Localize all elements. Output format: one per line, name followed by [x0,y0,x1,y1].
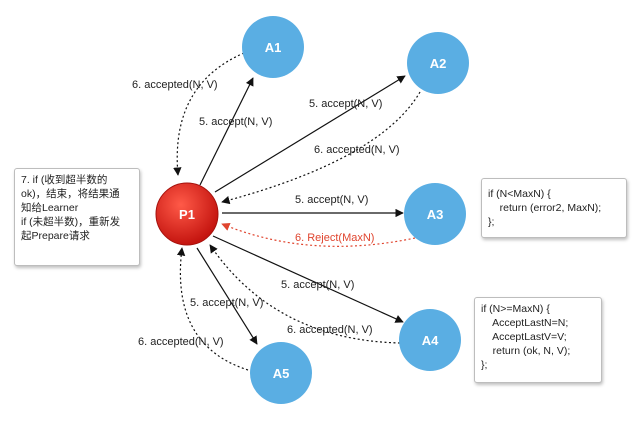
acceptor-node-a1: A1 [242,16,304,78]
node-label-a1: A1 [265,40,282,55]
a3-accept-logic-note: if (N<MaxN) { return (error2, MaxN); }; [481,178,627,238]
edge-p1-a2-accept [214,75,406,193]
acceptor-node-a3: A3 [404,183,466,245]
label-p1-a4-accept: 5. accept(N, V) [281,279,354,291]
label-p1-a1-accept: 5. accept(N, V) [199,116,272,128]
label-p1-a5-accept: 5. accept(N, V) [190,297,263,309]
label-a5-p1-accepted: 6. accepted(N, V) [138,336,224,348]
edge-p1-a4-accept [212,235,404,323]
node-label-a5: A5 [273,366,290,381]
label-p1-a3-accept: 5. accept(N, V) [295,194,368,206]
node-label-p1: P1 [179,207,195,222]
edge-a5-p1-accepted [176,247,249,371]
node-label-a2: A2 [430,56,447,71]
label-a3-p1-reject: 6. Reject(MaxN) [295,232,374,244]
label-a4-p1-accepted: 6. accepted(N, V) [287,324,373,336]
a4-accept-logic-note: if (N>=MaxN) { AcceptLastN=N; AcceptLast… [474,297,602,383]
acceptor-node-a2: A2 [407,32,469,94]
p1-decision-note: 7. if (收到超半数的 ok)，结束，将结果通 知给Learner if (… [14,168,140,266]
edge-p1-a5-accept [196,247,258,345]
label-a1-p1-accepted: 6. accepted(N, V) [132,79,218,91]
edge-p1-a1-accept [199,77,254,186]
label-p1-a2-accept: 5. accept(N, V) [309,98,382,110]
node-label-a3: A3 [427,207,444,222]
node-label-a4: A4 [422,333,439,348]
edge-a4-p1-accepted [209,244,401,344]
acceptor-node-a4: A4 [399,309,461,371]
label-a2-p1-accepted: 6. accepted(N, V) [314,144,400,156]
proposer-node-p1: P1 [155,182,219,246]
edge-a1-p1-accepted [173,52,245,176]
acceptor-node-a5: A5 [250,342,312,404]
